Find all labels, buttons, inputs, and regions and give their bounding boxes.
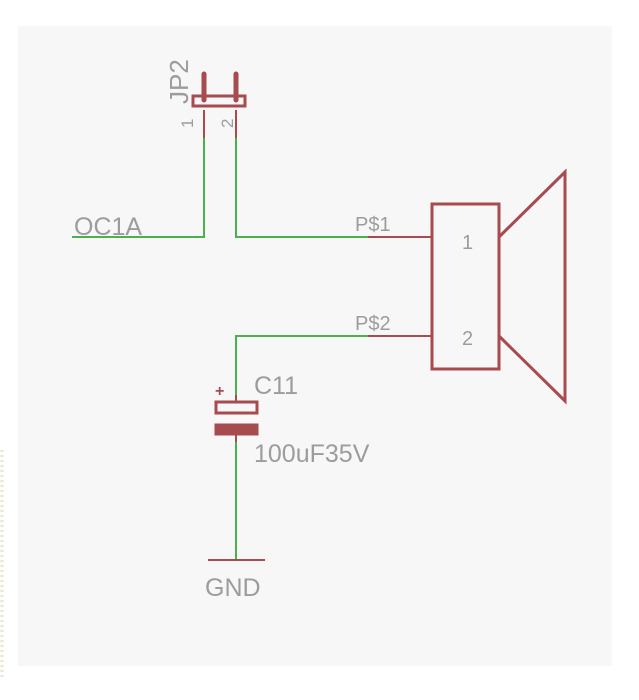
wire-jp2-to-speaker[interactable] xyxy=(235,138,368,238)
capacitor-c11[interactable] xyxy=(214,395,259,442)
speaker-cone xyxy=(497,168,567,405)
jumper-pin2-number: 2 xyxy=(218,119,237,128)
speaker-pin1-name: P$1 xyxy=(355,214,391,236)
capacitor-polarity-mark: + xyxy=(215,383,224,400)
ground-label: GND xyxy=(205,574,261,602)
capacitor-ref-label: C11 xyxy=(254,372,298,400)
capacitor-value-label: 100uF35V xyxy=(254,440,370,468)
speaker-body xyxy=(430,202,501,371)
net-label-oc1a: OC1A xyxy=(74,213,142,241)
wire-oc1a[interactable] xyxy=(72,138,205,238)
jumper-ref-label: JP2 xyxy=(164,59,194,104)
speaker-pin2-name: P$2 xyxy=(355,313,391,335)
wires xyxy=(72,138,368,560)
schematic-sheet xyxy=(18,26,612,666)
jumper-pin1-number: 1 xyxy=(178,119,197,128)
speaker-pin1-number: 1 xyxy=(462,232,473,254)
speaker-pin2-number: 2 xyxy=(462,328,473,350)
jumper-jp2[interactable] xyxy=(191,71,247,138)
speaker[interactable] xyxy=(368,168,567,405)
wire-speaker-to-cap[interactable] xyxy=(235,335,368,395)
capacitor-negative-plate xyxy=(214,423,259,436)
jumper-body xyxy=(191,94,247,108)
